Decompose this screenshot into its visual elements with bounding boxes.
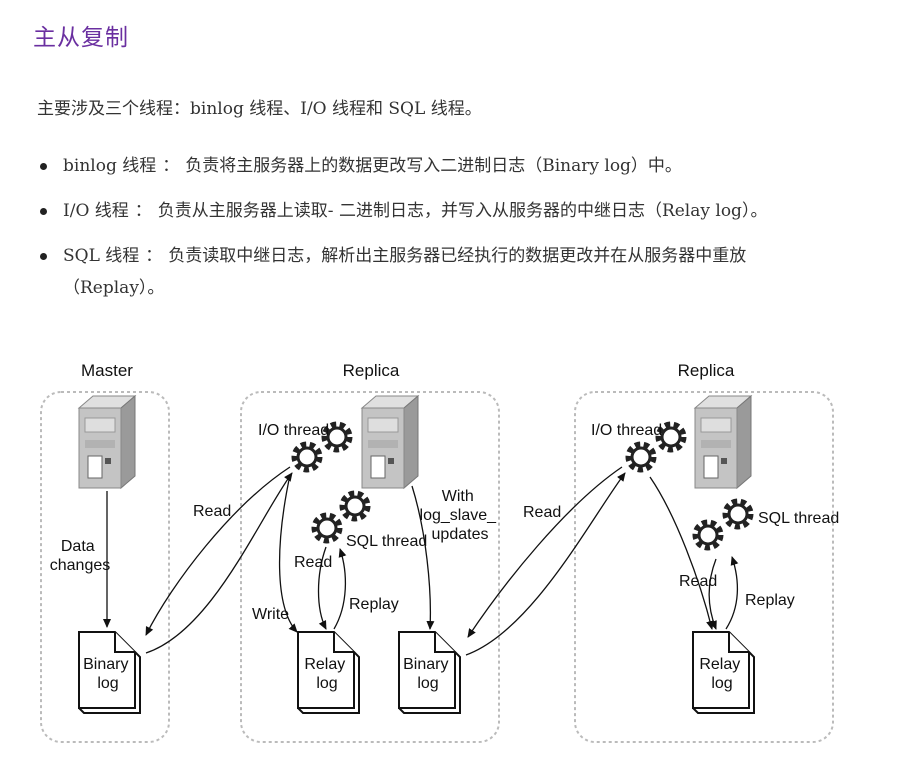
read-label-master: Read: [193, 503, 231, 520]
bullet-dot: [40, 163, 47, 170]
master-box: [40, 391, 170, 743]
replica1-relay-log-label: Relay log: [304, 656, 349, 692]
arrow-relay-read: [317, 546, 327, 630]
replay-label-replica2: Replay: [745, 592, 795, 609]
intro-paragraph: 主要涉及三个线程：binlog 线程、I/O 线程和 SQL 线程。: [37, 99, 482, 119]
bullet-desc: 负责读取中继日志，解析出主服务器已经执行的数据更改并在从服务器中重放（Repla…: [63, 246, 747, 298]
replica2-server-icon: [694, 395, 752, 489]
replica2-io-thread-label: I/O thread: [591, 422, 662, 439]
replica1-sql-gear-icon: [315, 516, 339, 540]
bullet-desc: 负责将主服务器上的数据更改写入二进制日志（Binary log）中。: [185, 156, 682, 176]
bullet-term: I/O 线程: [63, 201, 129, 221]
bullet-separator: ：: [134, 201, 152, 221]
replica2-box: [574, 391, 834, 743]
replica1-box: [240, 391, 500, 743]
replica2-io-gear-icon: [659, 425, 683, 449]
list-item-io: I/O 线程：负责从主服务器上读取- 二进制日志，并写入从服务器的中继日志（Re…: [38, 195, 838, 227]
replication-diagram: Master Replica Replica Binary log Relay …: [40, 361, 839, 743]
arrow-replica1-read: [465, 472, 626, 656]
bullet-dot: [40, 208, 47, 215]
list-item-sql: SQL 线程：负责读取中继日志，解析出主服务器已经执行的数据更改并在从服务器中重…: [38, 240, 838, 304]
replica1-io-thread-label: I/O thread: [258, 422, 329, 439]
replica2-relay-log-label: Relay log: [699, 656, 744, 692]
bullet-term: SQL 线程: [63, 246, 140, 266]
replica1-title: Replica: [343, 361, 400, 380]
bullet-separator: ：: [145, 246, 163, 266]
arrow-master-read-back: [145, 466, 291, 636]
arrow-replica1-read-back: [467, 466, 623, 638]
replica2-io-gear-icon: [629, 445, 653, 469]
replica1-server-icon: [361, 395, 419, 489]
arrow-replica2-write: [649, 476, 714, 630]
arrow-log-slave-updates: [411, 485, 435, 630]
list-item-binlog: binlog 线程：负责将主服务器上的数据更改写入二进制日志（Binary lo…: [38, 150, 838, 182]
bullet-desc: 负责从主服务器上读取- 二进制日志，并写入从服务器的中继日志（Relay log…: [157, 201, 768, 221]
master-binary-log-label: Binary log: [83, 656, 133, 692]
data-changes-label: Data changes: [50, 538, 111, 574]
replica1-binary-log-label: Binary log: [403, 656, 453, 692]
read-label-replica1-binlog: Read: [523, 504, 561, 521]
master-title: Master: [81, 361, 133, 380]
write-label: Write: [252, 606, 289, 623]
replica1-sql-gear-icon: [343, 494, 367, 518]
replica2-sql-thread-label: SQL thread: [758, 510, 839, 527]
replica2-sql-gear-icon: [696, 523, 720, 547]
read-label-replica1-relay: Read: [294, 554, 332, 571]
log-slave-updates-label: With log_slave_ updates: [420, 488, 501, 543]
page-title: 主从复制: [33, 25, 129, 51]
arrow-replica2-replay: [725, 556, 739, 630]
replica1-sql-thread-label: SQL thread: [346, 533, 427, 550]
arrow-replica2-read: [708, 558, 717, 630]
replica2-title: Replica: [678, 361, 735, 380]
thread-list: binlog 线程：负责将主服务器上的数据更改写入二进制日志（Binary lo…: [38, 150, 838, 317]
arrow-replay: [333, 548, 347, 630]
replay-label-replica1: Replay: [349, 596, 399, 613]
bullet-separator: ：: [162, 156, 180, 176]
bullet-dot: [40, 253, 47, 260]
master-server-icon: [78, 395, 136, 489]
replica2-sql-gear-icon: [726, 502, 750, 526]
arrow-write: [278, 474, 298, 633]
bullet-term: binlog 线程: [63, 156, 157, 176]
arrow-master-read: [145, 472, 293, 654]
replica1-io-gear-icon: [295, 445, 319, 469]
